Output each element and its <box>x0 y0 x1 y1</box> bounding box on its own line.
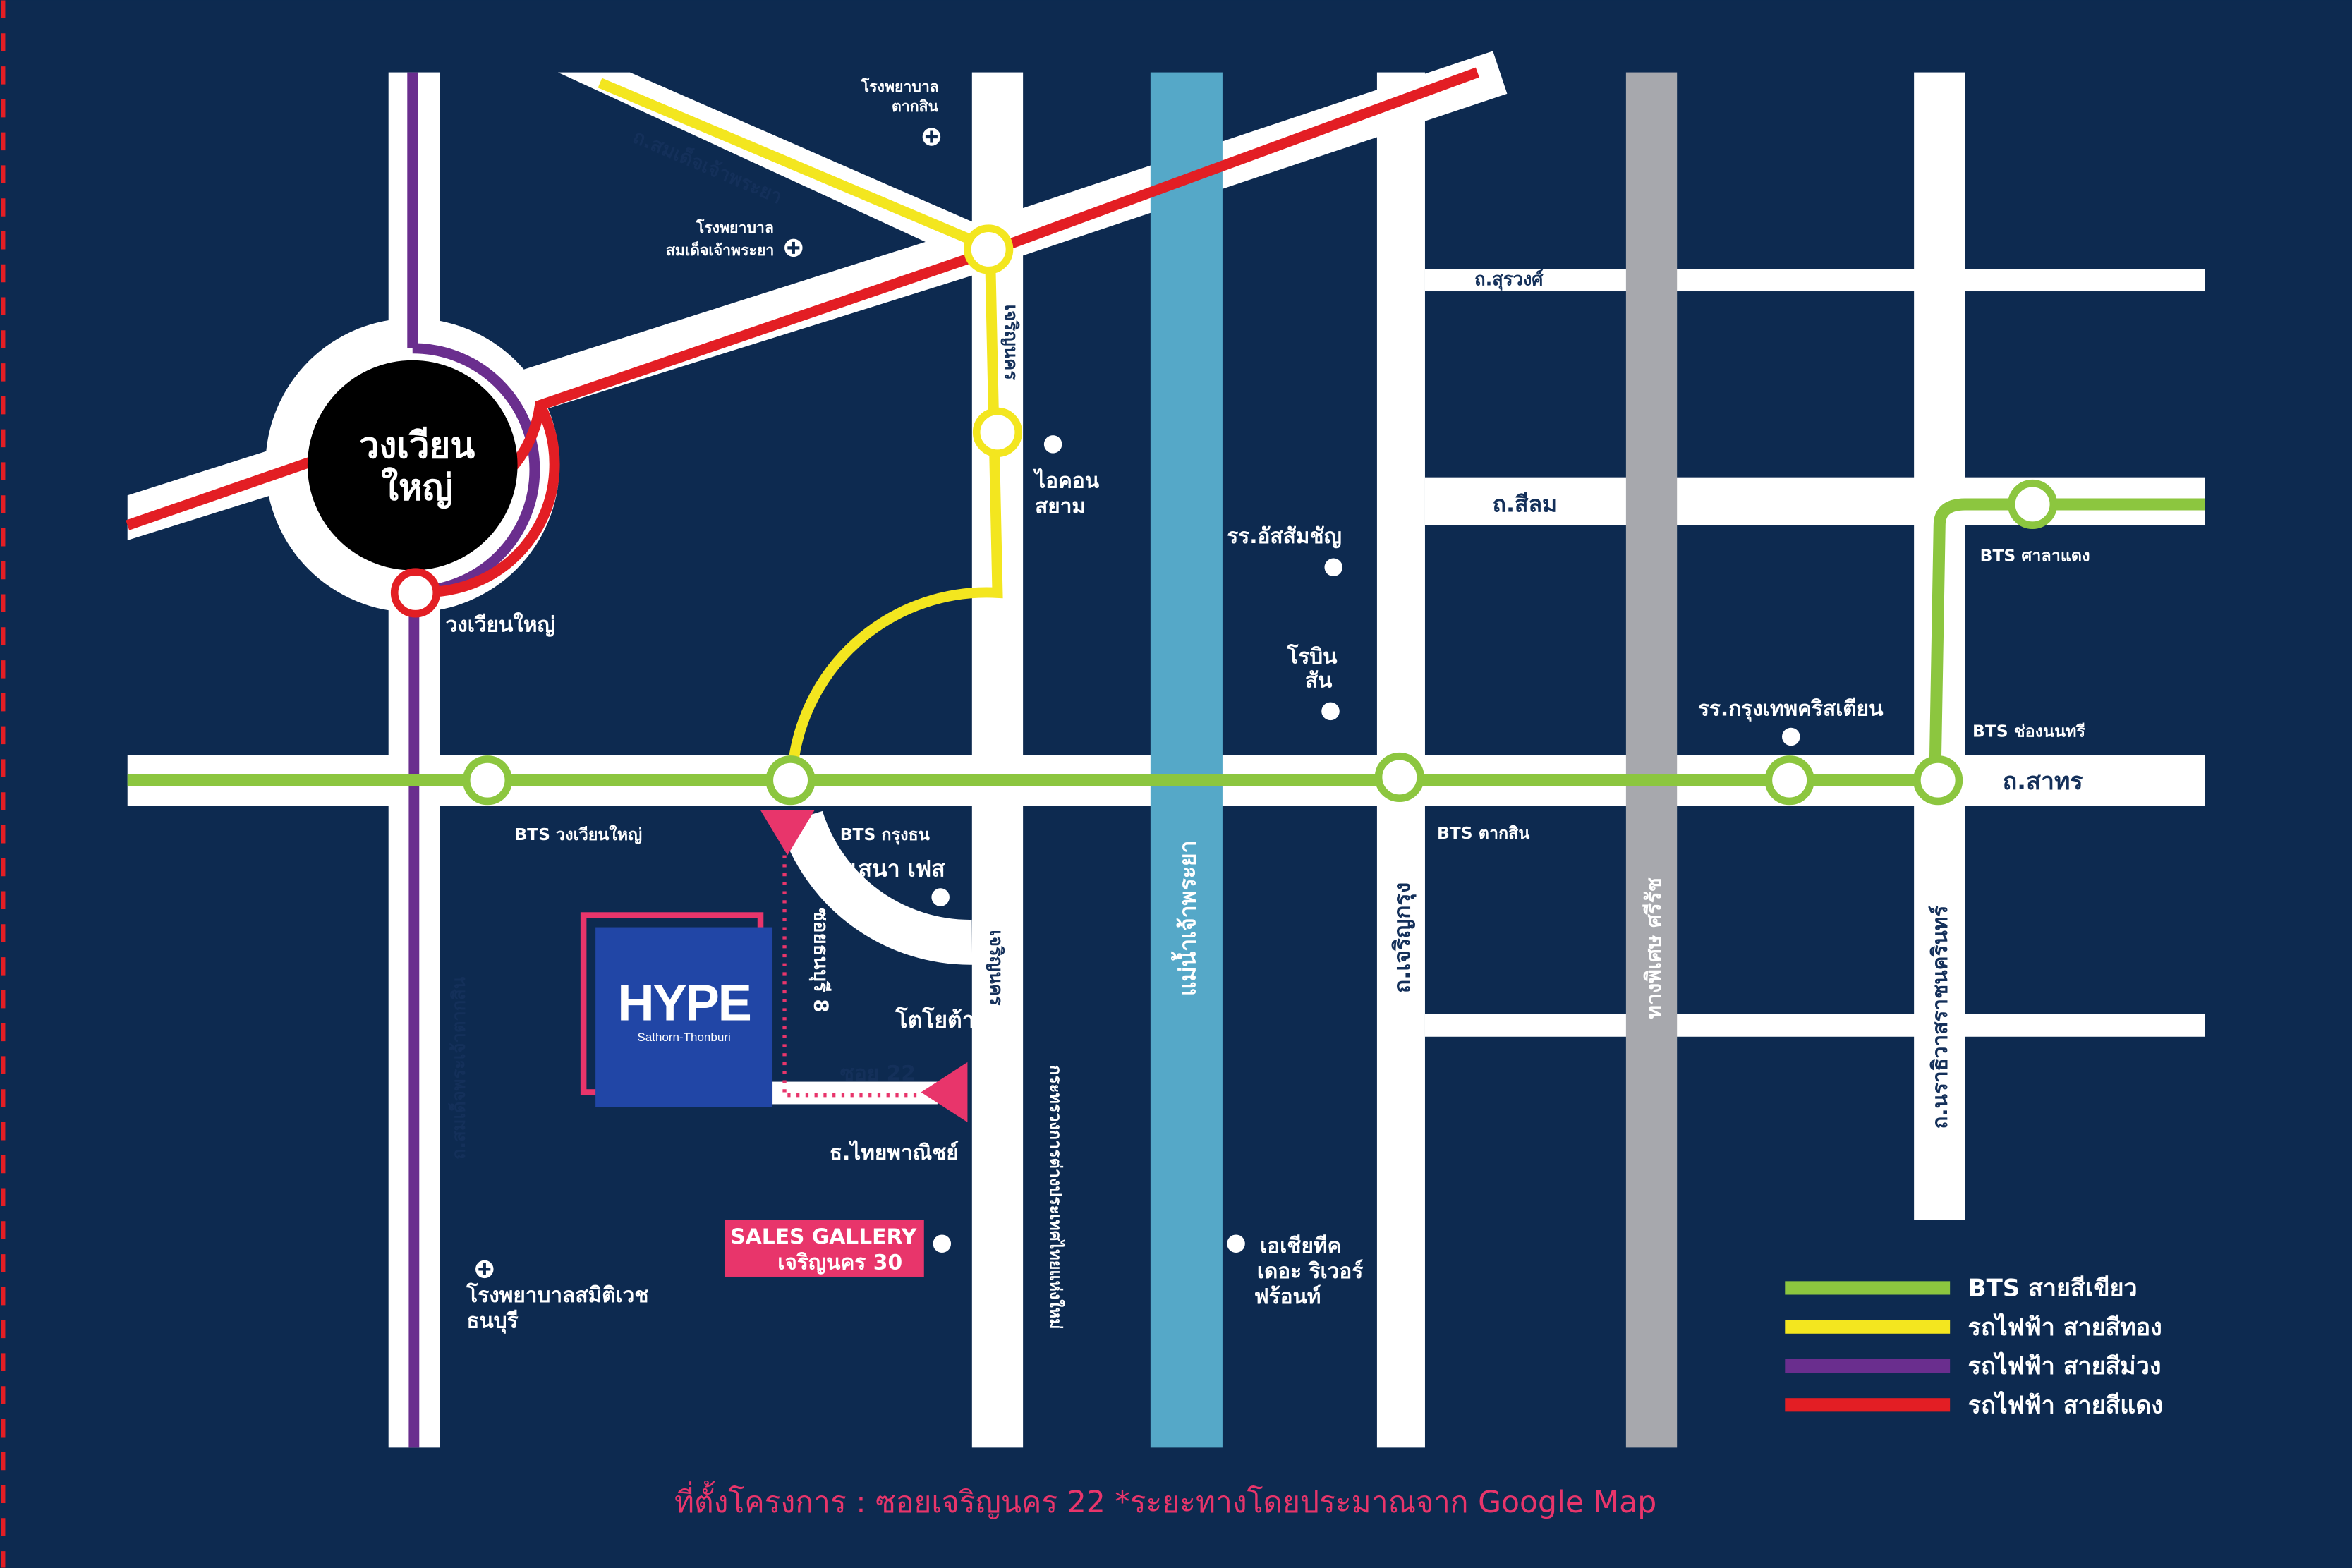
label-charoen-nakhon-bottom: เจริญนคร <box>985 930 1006 1006</box>
road-lower-cross <box>1424 1014 2205 1037</box>
label-sena-fest: เสนา เฟส <box>851 855 946 882</box>
legend: BTS สายสีเขียว รถไฟฟ้า สายสีทอง รถไฟฟ้า … <box>1785 1275 2163 1419</box>
road-soi-22 <box>772 1081 938 1105</box>
road-somdet-chaophraya <box>557 72 1008 271</box>
roundabout-center <box>307 360 518 571</box>
legend-swatch-green <box>1785 1281 1951 1295</box>
legend-swatch-red <box>1785 1398 1951 1412</box>
label-bangkok-christian: รร.กรุงเทพคริสเตียน <box>1698 697 1884 722</box>
roundabout-label-1: วงเวียน <box>359 425 475 467</box>
label-scb: ธ.ไทยพาณิชย์ <box>830 1140 959 1165</box>
footer-note: ที่ตั้งโครงการ : ซอยเจริญนคร 22 *ระยะทาง… <box>674 1481 1656 1520</box>
legend-label-green: BTS สายสีเขียว <box>1968 1275 2138 1303</box>
label-sathorn: ถ.สาทร <box>2003 767 2084 796</box>
red-station-wongwian <box>390 568 441 618</box>
label-somdet-hospital: โรงพยาบาลสมเด็จเจ้าพระยา <box>666 219 774 260</box>
landmark-dots <box>931 435 1800 1253</box>
bts-station-krungthon <box>765 755 816 806</box>
gold-line <box>598 78 1003 778</box>
legend-swatch-gold <box>1785 1320 1951 1334</box>
bts-station-surasak <box>1764 755 1814 806</box>
label-charoen-nakhon-top: เจริญนคร <box>1000 305 1022 381</box>
bts-station-wongwian <box>462 755 513 806</box>
road-surawong <box>1424 269 2205 292</box>
expressway <box>1625 72 1678 1448</box>
gold-station-top <box>964 224 1014 274</box>
label-samitivej: โรงพยาบาลสมิติเวชธนบุรี <box>466 1282 648 1333</box>
label-bts-wongwian: BTS วงเวียนใหญ่ <box>514 825 642 844</box>
sales-gallery-badge <box>724 1220 924 1277</box>
stations <box>390 224 2058 806</box>
pink-marker-right <box>921 1062 968 1122</box>
hospital-icons <box>475 128 941 1279</box>
roundabout-label-2: ใหญ่ <box>381 467 453 509</box>
label-bts-taksin: BTS ตากสิน <box>1437 823 1529 843</box>
bts-station-chongnonsi <box>1913 755 1963 806</box>
label-soi22: ซอย 22 <box>840 1061 916 1086</box>
hype-logo-text: HYPE <box>617 975 750 1031</box>
river <box>1150 72 1223 1448</box>
road-curve-sena <box>779 810 973 965</box>
red-line-east <box>985 67 1479 257</box>
label-bts-saladaeng: BTS ศาลาแดง <box>1980 546 2090 566</box>
hype-logo <box>595 927 773 1107</box>
label-taksin-hospital: โรงพยาบาลตากสิน <box>861 78 939 116</box>
label-somdet-taksin: ถ.สมเด็จพระเจ้าตากสิน <box>448 976 470 1160</box>
purple-line-loop <box>412 343 540 597</box>
gold-station-iconsiam <box>972 407 1023 457</box>
label-charoen-krung: ถ.เจริญกรุง <box>1389 882 1417 993</box>
label-silom: ถ.สีลม <box>1493 491 1557 518</box>
label-expressway: ทางพิเศษ ศรีรัช <box>1642 877 1666 1019</box>
label-soi-thonburi8: ซอยธนบุรี 8 <box>809 908 833 1012</box>
pink-marker-top <box>760 810 815 856</box>
bts-station-taksin <box>1374 752 1424 803</box>
label-robinson: โรบินสัน <box>1286 643 1338 693</box>
legend-label-purple: รถไฟฟ้า สายสีม่วง <box>1968 1351 2162 1380</box>
sales-gallery-line2: เจริญนคร 30 <box>777 1250 902 1275</box>
label-surawong: ถ.สุรวงศ์ <box>1474 269 1544 291</box>
hype-logo-subtext: Sathorn-Thonburi <box>637 1031 730 1044</box>
red-line-loop <box>413 403 560 597</box>
legend-label-gold: รถไฟฟ้า สายสีทอง <box>1968 1313 2162 1342</box>
sales-gallery-line1: SALES GALLERY <box>730 1224 916 1249</box>
label-iconsiam: ไอคอนสยาม <box>1033 468 1100 519</box>
label-toyota: โตโยต้า <box>895 1007 974 1033</box>
legend-label-red: รถไฟฟ้า สายสีแดง <box>1968 1390 2163 1419</box>
label-assumption: รร.อัสสัมชัญ <box>1227 524 1342 549</box>
label-ministry: กระทรวงการต่างประเทศไทยแห่งใหม่ <box>1045 1065 1065 1329</box>
bts-station-saladaeng <box>2008 479 2058 530</box>
bts-green-line <box>127 498 2205 786</box>
legend-swatch-purple <box>1785 1359 1951 1373</box>
label-bts-chongnonsi: BTS ช่องนนทรี <box>1972 722 2085 741</box>
label-river: แม่น้ำเจ้าพระยา <box>1171 841 1201 997</box>
label-bts-krungthon: BTS กรุงธน <box>840 825 930 845</box>
label-narathiwat: ถ.นราธิวาสราชนครินทร์ <box>1928 906 1953 1129</box>
label-asiatique: เอเชียทีคเดอะ ริเวอร์ฟร้อนท์ <box>1254 1234 1364 1309</box>
label-wongwian-red: วงเวียนใหญ่ <box>446 612 555 638</box>
